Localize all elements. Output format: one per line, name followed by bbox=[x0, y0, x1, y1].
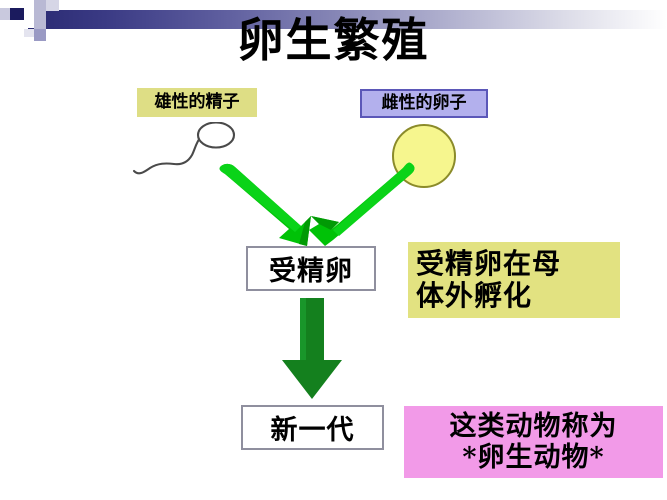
page-title: 卵生繁殖 bbox=[237, 13, 430, 67]
note-hatching: 受精卵在母 体外孵化 bbox=[408, 242, 620, 318]
note-hatching-line1: 受精卵在母 bbox=[416, 246, 562, 280]
deco-square-pale bbox=[46, 0, 59, 11]
deco-square-white-1 bbox=[24, 4, 34, 28]
note-animal-kind-line1: 这类动物称为 bbox=[449, 410, 618, 442]
down-arrow-icon bbox=[282, 298, 342, 399]
deco-square-white-2 bbox=[24, 29, 34, 37]
converging-arrows-icon bbox=[219, 162, 415, 246]
box-fertilized-egg: 受精卵 bbox=[246, 246, 376, 291]
label-male-sperm: 雄性的精子 bbox=[137, 88, 257, 117]
note-animal-kind: 这类动物称为 *卵生动物* bbox=[404, 406, 663, 478]
deco-square-grey bbox=[0, 8, 10, 20]
label-female-egg: 雌性的卵子 bbox=[360, 89, 488, 118]
box-new-generation: 新一代 bbox=[241, 405, 384, 450]
note-hatching-line2: 体外孵化 bbox=[416, 279, 533, 312]
note-animal-kind-line2: *卵生动物* bbox=[462, 442, 605, 473]
sperm-icon bbox=[132, 122, 236, 175]
deco-square-lavender bbox=[34, 0, 46, 30]
deco-square-violet bbox=[34, 29, 46, 41]
header-gradient-bar bbox=[28, 10, 667, 29]
deco-square-navy bbox=[10, 8, 24, 20]
